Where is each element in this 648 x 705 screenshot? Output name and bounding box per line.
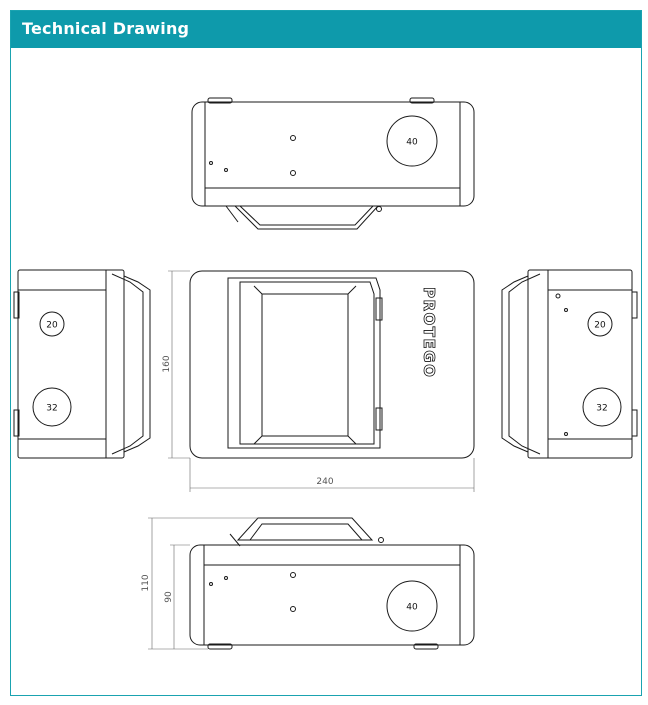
drawing-frame <box>10 10 642 696</box>
port-label-32-right: 32 <box>596 404 607 414</box>
dimension-width: 240 <box>316 477 333 487</box>
port-label-top: 40 <box>406 138 418 148</box>
port-label-bottom: 40 <box>406 603 418 613</box>
port-32-left <box>32 387 72 427</box>
section-title: Technical Drawing <box>22 19 190 38</box>
port-40-top <box>386 115 438 167</box>
dimension-body-height: 90 <box>164 591 174 603</box>
bottom-view <box>148 517 475 650</box>
port-20-right <box>587 311 613 337</box>
port-label-20-right: 20 <box>594 321 606 331</box>
top-view <box>191 97 475 230</box>
left-view <box>13 269 151 459</box>
right-view <box>501 269 638 459</box>
brand-logo: PROTEGO <box>420 287 438 378</box>
port-40-bottom <box>386 580 438 632</box>
dimension-height: 160 <box>162 355 172 372</box>
front-view <box>168 270 475 492</box>
dimension-total-height: 110 <box>141 574 151 591</box>
port-20-left <box>39 311 65 337</box>
port-label-20-left: 20 <box>46 321 58 331</box>
port-32-right <box>582 387 622 427</box>
port-label-32-left: 32 <box>46 404 57 414</box>
section-header: Technical Drawing <box>10 10 642 48</box>
